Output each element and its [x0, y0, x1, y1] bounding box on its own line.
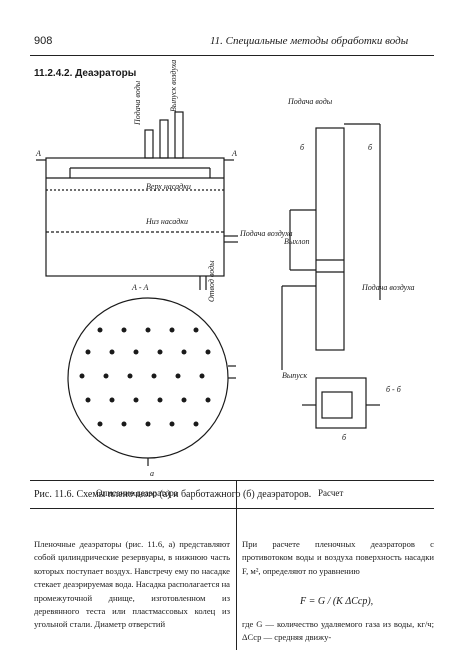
col1-text: Пленочные деаэраторы (рис. 11.6, а) пред…	[34, 539, 230, 630]
label-section-a-right: А	[231, 149, 237, 158]
section-bb-plan	[315, 377, 367, 429]
label-podacha-vody-right: Подача воды	[287, 97, 333, 106]
label-section-b-left: б	[300, 143, 305, 152]
label-niz-nasadki: Низ насадки	[145, 217, 188, 226]
label-verh-nasadki: Верх насадки	[146, 182, 191, 191]
col2-header: Расчет	[318, 488, 344, 498]
table-column-divider	[236, 480, 237, 650]
label-section-a-left: А	[35, 149, 41, 158]
table-header-rule	[30, 508, 434, 509]
formula: F = G / (K ΔCср),	[300, 596, 374, 607]
label-vypusk-vozduha: Выпуск воздуха	[169, 60, 178, 112]
label-podacha-vozduha: Подача воздуха	[239, 229, 293, 238]
col2-text-2: где G — количество удаляемого газа из во…	[242, 619, 434, 643]
label-vyhlop: Выхлоп	[284, 237, 309, 246]
label-podacha-vody: Подача воды	[133, 80, 142, 126]
label-panel-b: б	[342, 433, 347, 442]
label-panel-a: а	[150, 469, 154, 478]
label-section-b-right: б	[368, 143, 373, 152]
table-top-rule	[30, 480, 434, 481]
header-rule	[30, 55, 434, 56]
label-podacha-vozduha-right: Подача воздуха	[361, 283, 415, 292]
label-section-aa: А - А	[131, 283, 149, 292]
nozzle-grid	[79, 327, 211, 427]
label-vypusk: Выпуск	[282, 371, 307, 380]
label-section-bb: б - б	[386, 385, 402, 394]
figure-caption: Рис. 11.6. Схемы пленочного (а) и барбот…	[34, 489, 312, 500]
running-title: 11. Специальные методы обработки воды	[210, 35, 409, 47]
tank-plan-circle	[67, 297, 229, 459]
label-otvod-vody: Отвод воды	[207, 260, 216, 302]
page-number: 908	[34, 35, 53, 47]
col1-header: Описание деаэратора	[96, 488, 178, 498]
film-deaerator-body	[45, 157, 225, 277]
col2-text: При расчете пленочных деаэраторов с прот…	[242, 539, 434, 576]
section-heading: 11.2.4.2. Деаэраторы	[34, 68, 137, 79]
bubbling-deaerator-column	[315, 127, 345, 351]
